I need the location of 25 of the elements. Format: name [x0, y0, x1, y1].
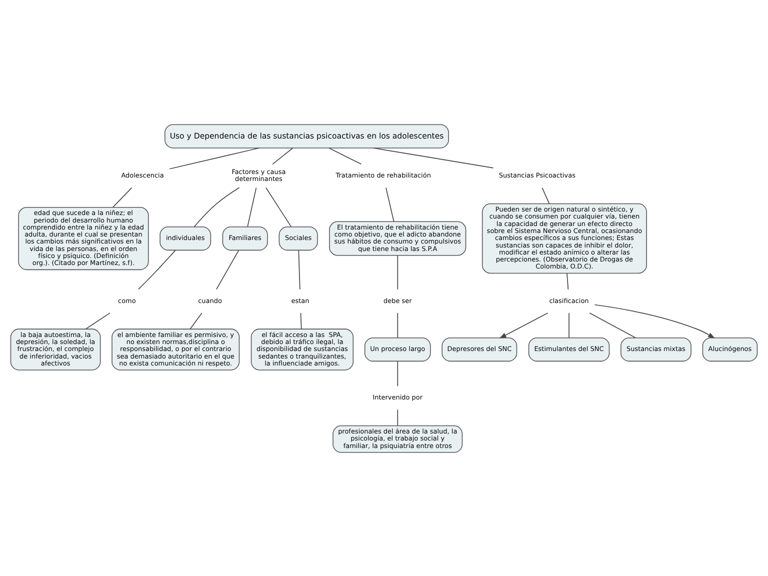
connector [386, 186, 394, 222]
arrow [499, 312, 548, 338]
connector [566, 272, 569, 290]
connector [216, 250, 240, 290]
connector [372, 147, 494, 168]
arrow [594, 304, 715, 338]
connector [542, 186, 550, 204]
connector [328, 147, 362, 164]
connector [397, 254, 398, 290]
connector [112, 186, 132, 208]
connector [397, 312, 398, 338]
connector [190, 312, 202, 329]
connector [589, 312, 636, 338]
connector [397, 408, 398, 426]
connector [85, 312, 110, 329]
connector [169, 147, 260, 169]
connector [247, 186, 257, 227]
connector [300, 312, 302, 329]
connector [397, 360, 398, 386]
connector [138, 249, 176, 290]
connector [194, 186, 240, 227]
connector [568, 312, 570, 338]
connector [298, 250, 300, 290]
connector [266, 186, 292, 227]
connector [272, 147, 294, 164]
